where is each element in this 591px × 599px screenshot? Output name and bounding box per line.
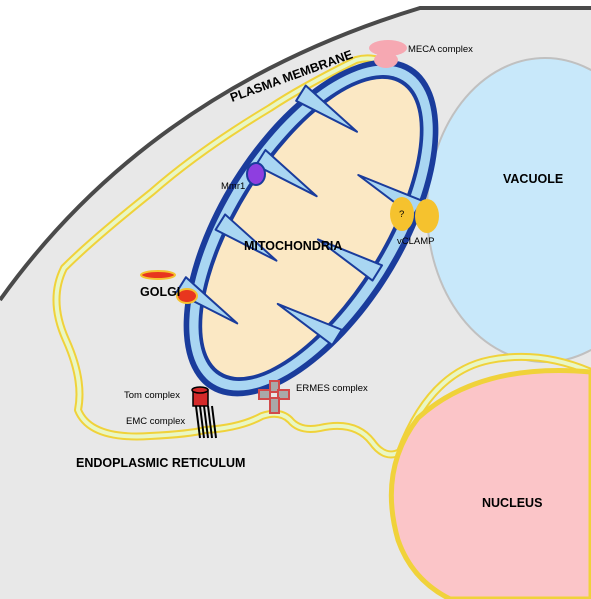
vacuole-label: VACUOLE <box>503 172 563 186</box>
mmr1 <box>246 162 266 186</box>
endoplasmic-reticulum-label: ENDOPLASMIC RETICULUM <box>76 456 245 470</box>
ermes-complex <box>258 380 290 414</box>
vclamp-question-label: ? <box>399 209 404 220</box>
meca-complex-label: MECA complex <box>408 44 473 55</box>
nucleus-label: NUCLEUS <box>482 496 542 510</box>
meca-complex <box>369 40 407 68</box>
tom-complex <box>191 386 209 407</box>
golgi <box>140 270 198 304</box>
emc-complex <box>195 405 217 439</box>
plasma-membrane <box>0 6 591 302</box>
mitochondria-label: MITOCHONDRIA <box>244 239 342 253</box>
mmr1-label: Mmr1 <box>221 181 245 192</box>
vclamp-label: vCLAMP <box>397 236 434 247</box>
mito-matrix <box>202 78 420 378</box>
golgi-label: GOLGI <box>140 285 180 299</box>
ermes-complex-label: ERMES complex <box>296 383 368 394</box>
emc-complex-label: EMC complex <box>126 416 185 427</box>
nucleus <box>388 367 591 599</box>
vclamp <box>390 197 439 233</box>
tom-complex-label: Tom complex <box>124 390 180 401</box>
